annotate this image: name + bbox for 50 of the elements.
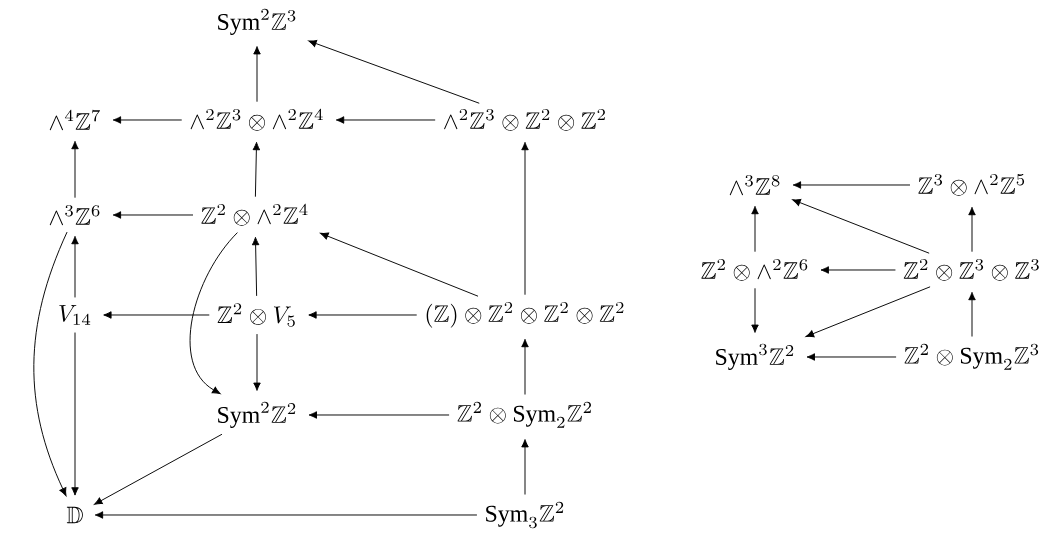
arrow (792, 181, 911, 189)
math-term: $\mathbb{Z}^2\otimes V_5$ (217, 303, 295, 327)
arrow (805, 286, 931, 338)
math-term: $\mathbb{Z}^2\otimes\mathrm{Sym}_2\mathbb{Z}^2$ (457, 401, 591, 428)
math-term: $\mathbb{Z}^2\otimes\mathbb{Z}^3\otimes\mathbb{Z}^3$ (903, 259, 1039, 281)
arrow (71, 140, 79, 199)
math-term: $\mathbb{D}$ (66, 506, 83, 524)
arrow (521, 439, 529, 495)
arrow (71, 332, 79, 496)
arrow (253, 46, 261, 103)
arrow (751, 205, 759, 253)
arrow (792, 198, 930, 254)
arrow (112, 116, 183, 124)
arrow (252, 141, 261, 198)
math-term: $\mathbb{Z}^3\otimes\wedge^2\mathbb{Z}^5$ (918, 174, 1025, 196)
math-term: $\wedge^3\mathbb{Z}^8$ (729, 175, 780, 196)
math-term: $V_{14}$ (59, 305, 91, 325)
arrow (308, 411, 450, 419)
arrow (751, 287, 759, 333)
math-term: $\wedge^3\mathbb{Z}^6$ (49, 205, 100, 226)
math-term: $(\mathbb{Z})\otimes\mathbb{Z}^2\otimes\mathbb{Z}^2\otimes\mathbb{Z}^2$ (426, 302, 624, 328)
math-term: $\mathrm{Sym}_3\mathbb{Z}^2$ (486, 501, 564, 529)
arrow (308, 39, 480, 104)
arrow (71, 235, 79, 298)
math-term: $\mathrm{Sym}^2\mathbb{Z}^3$ (218, 8, 296, 35)
arrow (251, 236, 260, 297)
math-term: $\wedge^2\mathbb{Z}^3\otimes\wedge^2\mathbb{Z}^4$ (190, 108, 323, 131)
arrow (320, 232, 479, 297)
math-term: $\mathbb{Z}^2\otimes\mathrm{Sym}_2\mathbb{Z}^3$ (904, 343, 1039, 370)
arrow (103, 311, 210, 319)
arrow (521, 338, 529, 395)
arrow (94, 433, 223, 505)
arrow (308, 311, 418, 319)
arrow (33, 231, 68, 497)
math-term: $\mathbb{Z}^2\otimes\wedge^2\mathbb{Z}^6$ (701, 259, 808, 281)
arrow (820, 266, 896, 274)
arrow (521, 141, 529, 296)
arrow (94, 511, 478, 519)
math-term: $\mathrm{Sym}^3\mathbb{Z}^2$ (716, 343, 794, 370)
arrow (335, 116, 436, 124)
math-term: $\wedge^4\mathbb{Z}^7$ (49, 109, 100, 131)
arrow (253, 333, 261, 391)
arrow (189, 232, 238, 395)
math-term: $\mathbb{Z}^2\otimes\wedge^2\mathbb{Z}^4$ (201, 203, 308, 226)
arrow (112, 211, 194, 219)
math-term: $\wedge^2\mathbb{Z}^3\otimes\mathbb{Z}^2\otimes\mathbb{Z}^2$ (444, 109, 605, 131)
math-term: $\mathrm{Sym}^2\mathbb{Z}^2$ (218, 401, 296, 428)
arrow (968, 206, 976, 253)
arrow (806, 353, 897, 361)
arrow (968, 291, 976, 337)
